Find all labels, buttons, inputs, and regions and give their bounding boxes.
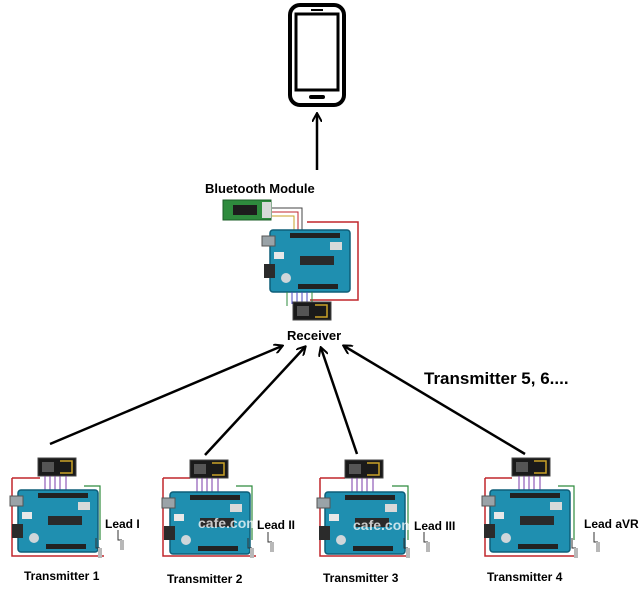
arrow-tx3 [321, 348, 359, 455]
bluetooth-module-icon [222, 199, 272, 221]
lead-label-2: Lead II [257, 518, 296, 532]
watermark-2: cafe.com [198, 515, 259, 531]
transmitter-4-arduino [481, 457, 601, 559]
transmitter-label-3: Transmitter 3 [323, 571, 399, 585]
transmitter-2-arduino [161, 459, 275, 559]
receiver-label: Receiver [287, 328, 342, 343]
transmitter-label-1: Transmitter 1 [24, 569, 100, 583]
transmitter-3-arduino [316, 459, 431, 559]
extra-transmitters-label: Transmitter 5, 6.... [424, 369, 569, 388]
arrow-tx1 [49, 346, 282, 446]
transmitter-label-4: Transmitter 4 [487, 570, 563, 584]
receiver-arduino [261, 207, 359, 321]
transmitter-1-arduino [9, 457, 125, 559]
lead-label-3: Lead III [414, 519, 456, 533]
watermark-3: cafe.com [353, 517, 414, 533]
lead-label-1: Lead I [105, 517, 140, 531]
arrow-tx2 [204, 347, 305, 456]
transmitter-label-2: Transmitter 2 [167, 572, 243, 586]
smartphone-icon [288, 3, 346, 107]
arrow-tx4 [344, 346, 526, 456]
lead-label-4: Lead aVR [584, 517, 639, 531]
bluetooth-module-label: Bluetooth Module [205, 181, 315, 196]
